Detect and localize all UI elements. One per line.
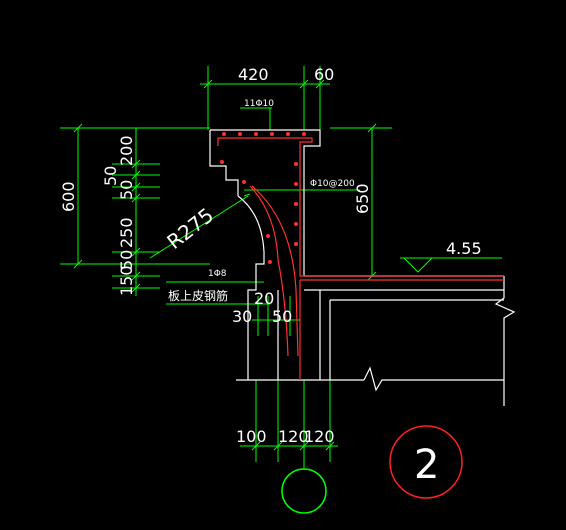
dim-150: 150	[117, 265, 136, 296]
dim-600: 600	[59, 181, 78, 212]
dimension-lines	[60, 66, 502, 470]
dim-200: 200	[117, 135, 136, 166]
axis-bubble	[281, 468, 327, 514]
dim-60: 60	[314, 65, 334, 84]
dim-20: 20	[254, 289, 274, 308]
rebar-dots	[220, 132, 306, 264]
rebar	[217, 137, 504, 380]
dim-120-b: 120	[304, 427, 335, 446]
dim-30: 30	[232, 307, 252, 326]
rebar-1phi8-label: 1Φ8	[208, 269, 227, 279]
dim-50-c: 50	[117, 250, 136, 270]
top-rebar-label: 11Φ10	[244, 99, 274, 109]
detail-circle	[389, 425, 463, 499]
stirrup-label: Φ10@200	[310, 179, 355, 189]
dim-250: 250	[117, 217, 136, 248]
dim-50-a: 50	[101, 166, 120, 186]
dim-100: 100	[236, 427, 267, 446]
detail-number: 2	[414, 442, 439, 488]
dim-50-b: 50	[117, 180, 136, 200]
dim-120-a: 120	[278, 427, 309, 446]
dim-50-mid: 50	[272, 307, 292, 326]
radius-label: R275	[162, 203, 218, 254]
structure-outline	[209, 129, 516, 406]
dim-650: 650	[353, 183, 372, 214]
elevation-label: 4.55	[446, 239, 482, 258]
dim-420: 420	[238, 65, 269, 84]
slab-top-rebar-note: 板上皮钢筋	[168, 288, 228, 303]
